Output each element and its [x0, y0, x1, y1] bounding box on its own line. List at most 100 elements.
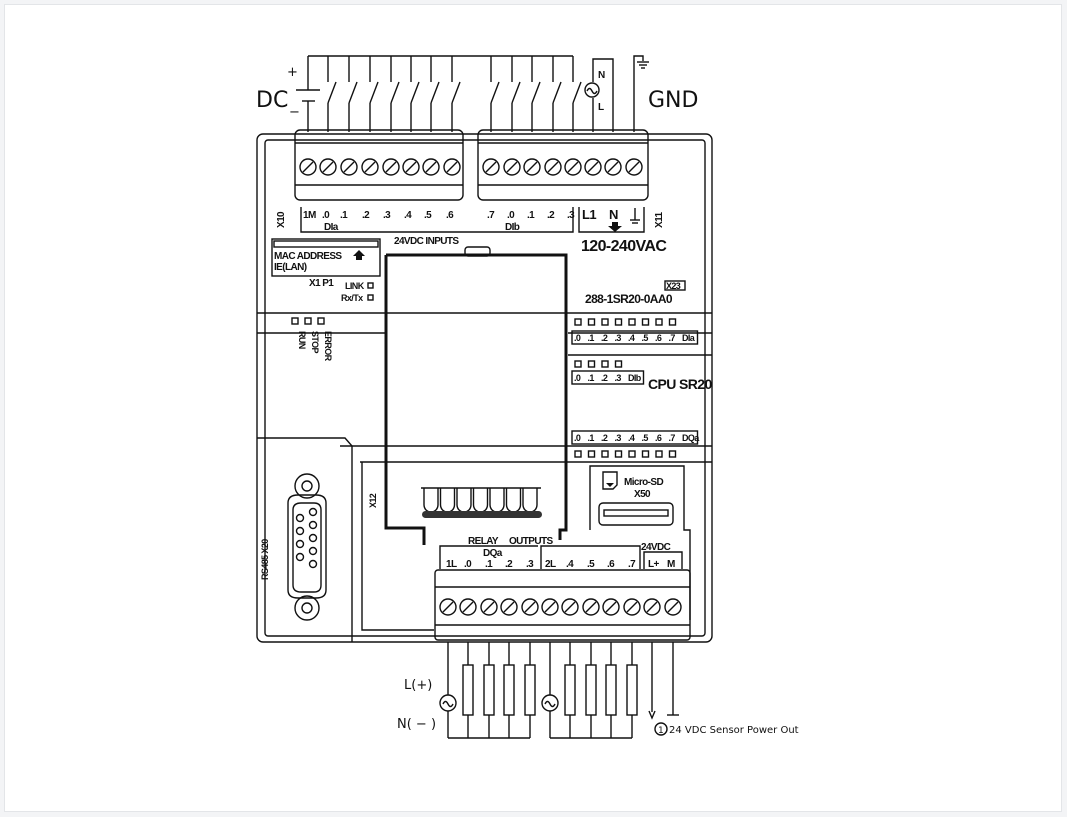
- io-led-label: .4: [628, 333, 635, 343]
- fan-slot: [422, 511, 542, 518]
- terminal-screw[interactable]: [480, 598, 498, 616]
- terminal-screw[interactable]: [443, 158, 461, 176]
- io-led-label: .1: [588, 333, 595, 343]
- terminal-screw[interactable]: [561, 598, 579, 616]
- terminal-screw[interactable]: [521, 598, 539, 616]
- terminal-screw[interactable]: [361, 158, 379, 176]
- input-terminal-label: .2: [547, 210, 555, 221]
- io-led-label: .3: [615, 433, 622, 443]
- terminal-screw[interactable]: [602, 598, 620, 616]
- terminal-screw[interactable]: [340, 158, 358, 176]
- io-led-label: .7: [669, 333, 676, 343]
- output-terminal-label: .1: [485, 559, 493, 570]
- status-led-label: RUN: [297, 331, 307, 349]
- l1-label: L1: [582, 207, 596, 222]
- terminal-screw[interactable]: [541, 598, 559, 616]
- input-terminal-label: .1: [340, 210, 348, 221]
- db9-pin: [295, 526, 305, 536]
- terminal-screw[interactable]: [503, 158, 521, 176]
- input-terminal-label: .0: [322, 210, 330, 221]
- io-led-label: .4: [628, 433, 635, 443]
- terminal-screw[interactable]: [604, 158, 622, 176]
- status-led: [291, 317, 299, 325]
- terminal-screw[interactable]: [625, 158, 643, 176]
- db9-pin: [308, 546, 318, 556]
- io-led: [587, 360, 596, 368]
- output-terminal-label: 2L: [545, 559, 556, 570]
- terminal-screw[interactable]: [482, 158, 500, 176]
- relay-label: RELAY: [468, 536, 499, 547]
- terminal-screw[interactable]: [299, 158, 317, 176]
- input-wiring: + − DC N L GND: [256, 55, 698, 132]
- ac-source-icon: [584, 82, 600, 98]
- io-led: [574, 450, 582, 458]
- db9-pin: [295, 539, 305, 549]
- terminal-block-x10: [294, 129, 464, 201]
- terminal-screw[interactable]: [402, 158, 420, 176]
- arrow-up-icon: [353, 250, 365, 260]
- terminal-screw[interactable]: [544, 158, 562, 176]
- load-icon: [503, 664, 515, 716]
- output-terminal-label: .4: [566, 559, 574, 570]
- io-led-label: DIa: [682, 333, 696, 343]
- input-terminal-label: .3: [383, 210, 391, 221]
- terminal-screw[interactable]: [623, 598, 641, 616]
- cover-tab: [464, 246, 491, 257]
- dia-label: DIa: [324, 222, 339, 233]
- terminal-screw[interactable]: [584, 158, 602, 176]
- diagram-card: [4, 4, 1062, 812]
- load-icon: [564, 664, 576, 716]
- io-led: [574, 318, 582, 326]
- io-led: [628, 450, 636, 458]
- io-led-label: .0: [574, 333, 581, 343]
- io-led: [601, 318, 609, 326]
- switch-contact: [327, 81, 337, 104]
- io-led-label: .5: [642, 433, 649, 443]
- db9-pin: [308, 559, 318, 569]
- load-icon: [483, 664, 495, 716]
- terminal-screw[interactable]: [664, 598, 682, 616]
- arrow-down-icon: [608, 222, 622, 232]
- terminal-screw[interactable]: [439, 598, 457, 616]
- terminal-screw[interactable]: [564, 158, 582, 176]
- sd-title: Micro-SD: [624, 477, 663, 488]
- terminal-screw[interactable]: [582, 598, 600, 616]
- mac-title: MAC ADDRESS: [274, 251, 342, 262]
- switch-contact: [430, 81, 440, 104]
- io-led-label: .3: [615, 373, 622, 383]
- terminal-block-x11: [477, 129, 649, 201]
- input-terminal-label: .0: [507, 210, 515, 221]
- io-led-label: .7: [669, 433, 676, 443]
- load-icon: [524, 664, 536, 716]
- load-icon: [585, 664, 597, 716]
- io-led-label: .2: [601, 333, 608, 343]
- output-terminal-label: .0: [464, 559, 472, 570]
- io-led: [587, 450, 596, 458]
- output-terminal-label: 1L: [446, 559, 457, 570]
- switch-contact: [348, 81, 358, 104]
- input-terminal-label: .5: [424, 210, 432, 221]
- output-terminal-label: .2: [505, 559, 513, 570]
- io-led: [628, 318, 636, 326]
- dqa-output-label: DQa: [483, 548, 503, 559]
- io-led-label: .6: [655, 433, 662, 443]
- terminal-screw[interactable]: [500, 598, 518, 616]
- terminal-screw[interactable]: [459, 598, 477, 616]
- terminal-screw[interactable]: [422, 158, 440, 176]
- terminal-screw[interactable]: [643, 598, 661, 616]
- load-icon: [462, 664, 474, 716]
- front-cover: [384, 253, 568, 545]
- load-icon: [605, 664, 617, 716]
- io-led-label: .3: [615, 333, 622, 343]
- output-terminal-label: .6: [607, 559, 615, 570]
- io-led: [614, 450, 623, 458]
- terminal-screw[interactable]: [382, 158, 400, 176]
- io-led: [655, 450, 663, 458]
- sd-slot[interactable]: [598, 502, 674, 526]
- n-label: N: [598, 70, 605, 81]
- arrow-down-icon: [648, 710, 656, 720]
- output-terminal-label: .7: [628, 559, 636, 570]
- output-terminal-label: .5: [587, 559, 595, 570]
- terminal-screw[interactable]: [319, 158, 337, 176]
- terminal-screw[interactable]: [523, 158, 541, 176]
